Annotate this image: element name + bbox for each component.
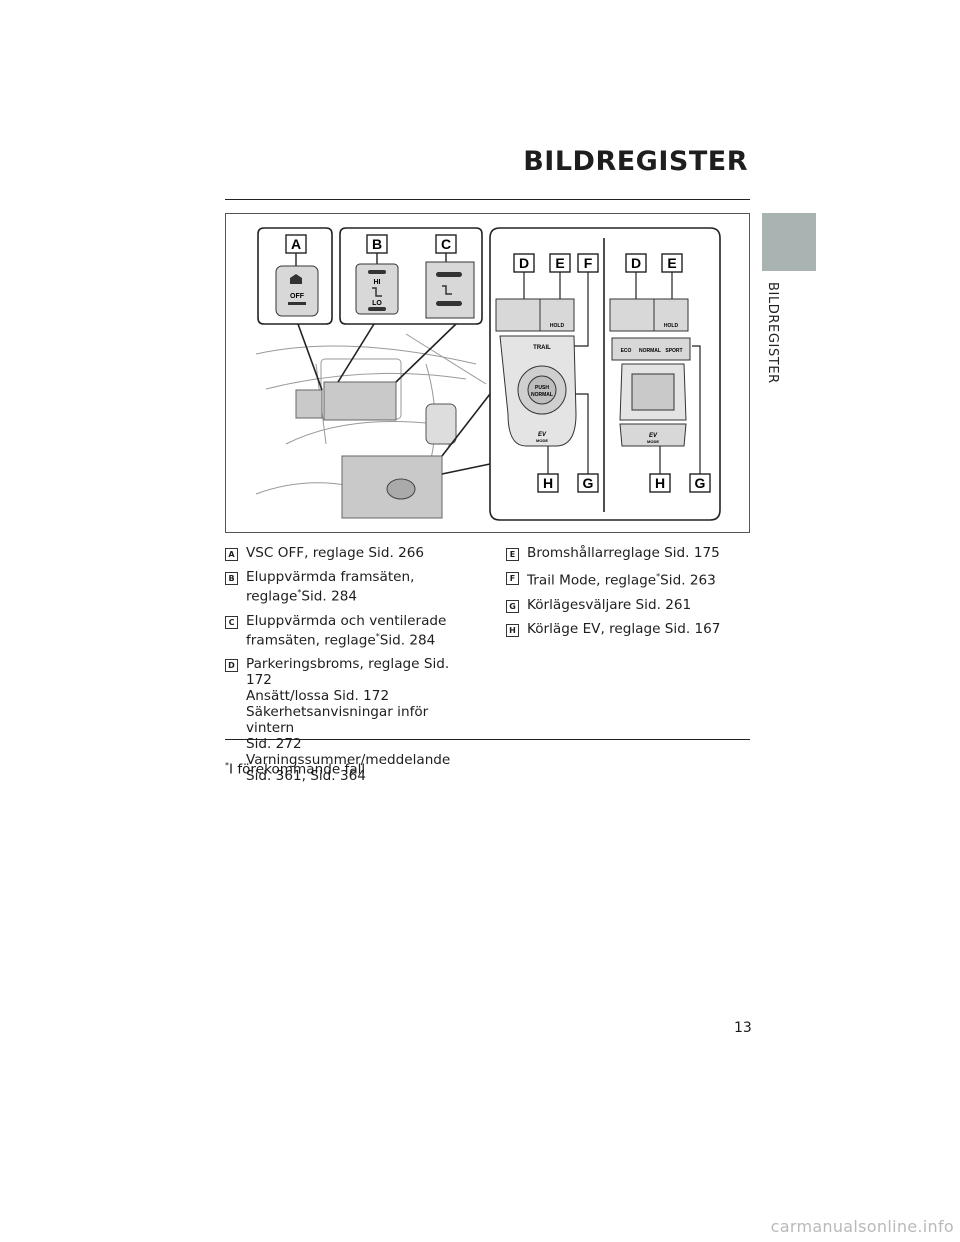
svg-text:EV: EV xyxy=(649,433,658,439)
sport-button: SPORT xyxy=(665,348,682,354)
callout-a: A xyxy=(291,236,301,252)
callout-b: B xyxy=(372,236,382,252)
callout-d-1: D xyxy=(519,255,529,271)
callout-h-1: H xyxy=(543,475,553,491)
svg-text:MODE: MODE xyxy=(536,438,548,443)
section-tab[interactable] xyxy=(762,213,816,271)
controls-illustration: A OFF B HI LO C D E F D E H G H G xyxy=(255,227,721,521)
trail-button: TRAIL xyxy=(533,345,551,351)
normal-button: NORMAL xyxy=(639,348,661,354)
callout-c: C xyxy=(441,236,451,252)
push-label: PUSH xyxy=(535,385,549,391)
svg-text:HOLD: HOLD xyxy=(550,323,565,329)
legend-left: A VSC OFF, reglage Sid. 266 B Eluppvärmd… xyxy=(225,545,465,792)
legend-item-d: D Parkeringsbroms, reglage Sid. 172 Ansä… xyxy=(225,656,465,784)
legend-right: E Bromshållarreglage Sid. 175 F Trail Mo… xyxy=(506,545,750,645)
legend-item-g: G Körlägesväljare Sid. 261 xyxy=(506,597,750,613)
callout-h-2: H xyxy=(655,475,665,491)
callout-f: F xyxy=(584,255,593,271)
callout-g-2: G xyxy=(695,475,706,491)
svg-text:MODE: MODE xyxy=(647,439,659,444)
page-title: BILDREGISTER xyxy=(523,146,748,177)
vsc-off-label: OFF xyxy=(290,293,305,300)
legend-item-h: H Körläge EV, reglage Sid. 167 xyxy=(506,621,750,637)
callout-e-2: E xyxy=(667,255,676,271)
svg-text:EV: EV xyxy=(538,432,547,438)
header-rule xyxy=(225,199,750,200)
section-tab-label: BILDREGISTER xyxy=(765,282,780,384)
legend-item-c: C Eluppvärmda och ventilerade framsäten,… xyxy=(225,613,465,648)
seat-heat-hi: HI xyxy=(374,279,381,286)
legend-item-b: B Eluppvärmda framsäten, reglage*Sid. 28… xyxy=(225,569,465,605)
legend-item-f: F Trail Mode, reglage*Sid. 263 xyxy=(506,569,750,589)
seat-heat-lo: LO xyxy=(372,300,382,307)
legend-item-a: A VSC OFF, reglage Sid. 266 xyxy=(225,545,465,561)
watermark[interactable]: carmanualsonline.info xyxy=(770,1217,954,1236)
callout-d-2: D xyxy=(631,255,641,271)
callout-g-1: G xyxy=(583,475,594,491)
callout-e-1: E xyxy=(555,255,564,271)
normal-label: NORMAL xyxy=(531,392,553,398)
svg-text:HOLD: HOLD xyxy=(664,323,679,329)
eco-button: ECO xyxy=(621,348,632,354)
legend-item-e: E Bromshållarreglage Sid. 175 xyxy=(506,545,750,561)
controls-figure: A OFF B HI LO C D E F D E H G H G xyxy=(225,213,750,533)
footnote: *I förekommande fall xyxy=(225,761,366,778)
legend-rule xyxy=(225,739,750,740)
page-number: 13 xyxy=(734,1020,752,1036)
